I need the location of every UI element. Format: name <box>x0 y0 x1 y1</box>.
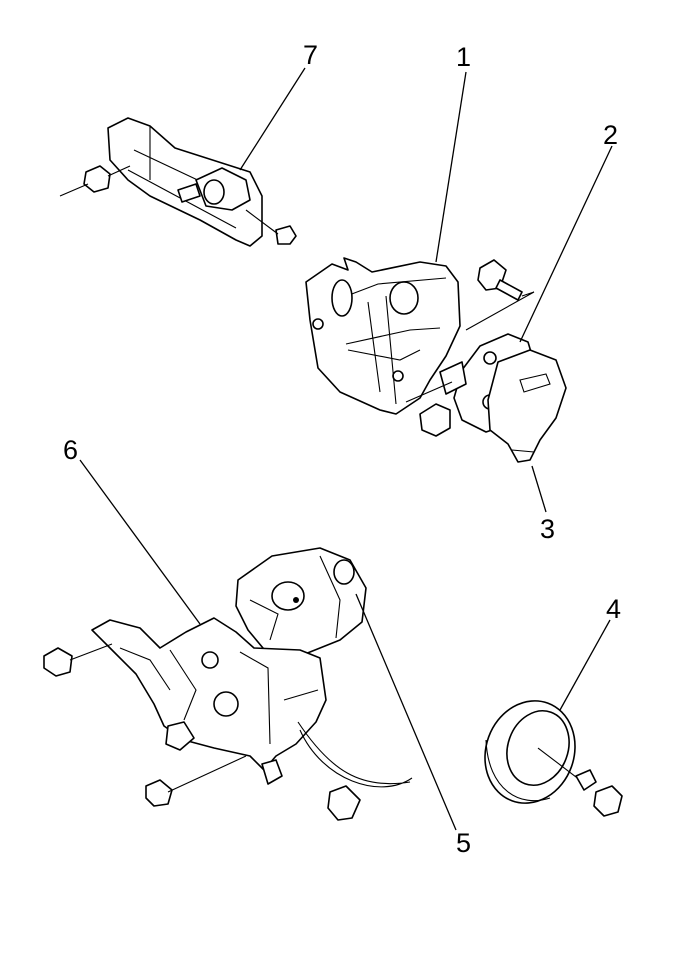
part-6-lock <box>91 617 413 821</box>
part-1-latch <box>305 257 461 415</box>
lock-screw-left <box>43 643 113 677</box>
callout-1: 1 <box>456 42 472 72</box>
callout-7: 7 <box>303 40 319 70</box>
leader-6 <box>79 459 201 625</box>
latch-screw-upper <box>465 259 535 331</box>
part-3-striker <box>487 349 567 463</box>
leader-7 <box>239 67 306 171</box>
part-4-seal <box>484 700 623 817</box>
leader-1 <box>435 71 467 263</box>
callout-4: 4 <box>606 594 622 624</box>
callout-2: 2 <box>603 120 619 150</box>
leader-4 <box>559 619 611 711</box>
leader-5 <box>355 593 457 831</box>
callout-3: 3 <box>540 514 556 544</box>
lock-screw-bottom <box>145 755 247 807</box>
part-5-actuator <box>235 547 367 657</box>
leader-2 <box>519 145 613 343</box>
latch-bolt-lower <box>405 381 453 437</box>
part-7-bracket <box>59 117 297 247</box>
leader-3 <box>531 465 547 513</box>
callout-6: 6 <box>63 435 79 465</box>
callout-5: 5 <box>456 828 472 858</box>
